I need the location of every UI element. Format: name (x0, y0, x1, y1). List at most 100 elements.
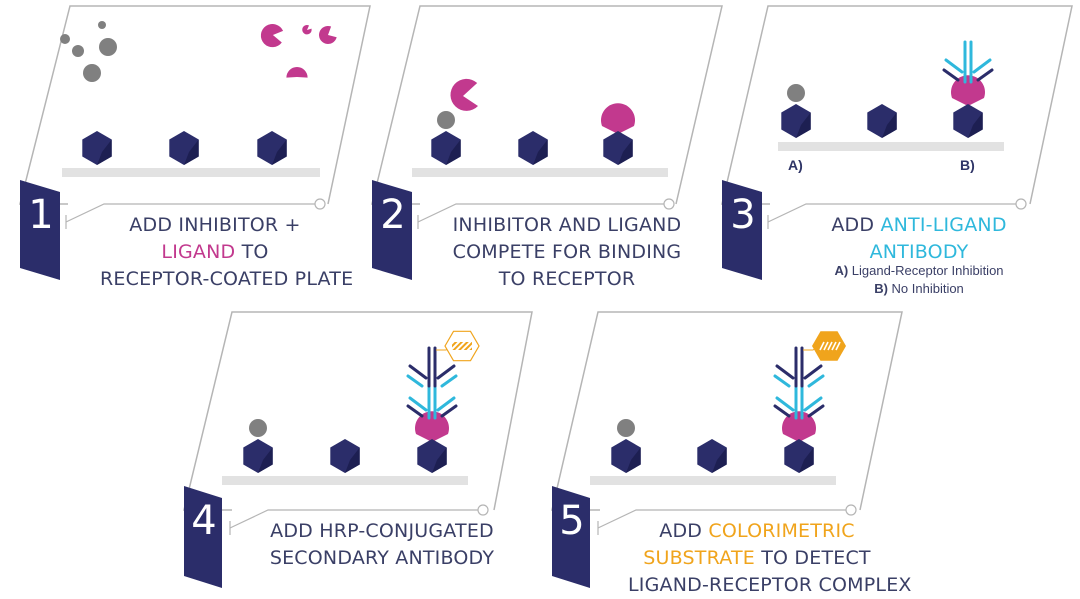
inhibitor-molecule (99, 38, 117, 56)
receptor (431, 131, 461, 165)
step-3-connector-end (1015, 198, 1027, 210)
receptor (330, 439, 360, 473)
caption-segment: LIGAND-RECEPTOR COMPLEX (628, 574, 912, 596)
receptor (257, 131, 287, 165)
receptor (518, 131, 548, 165)
step-3-frame (721, 5, 1073, 205)
step-4-connector-end (477, 504, 489, 516)
anti-ligand-antibody (406, 383, 458, 420)
step-2-number: 2 (380, 192, 405, 238)
step-3-note-b: B) No Inhibition (874, 281, 964, 296)
caption-segment: INHIBITOR AND LIGAND (452, 214, 682, 236)
receptor (867, 104, 897, 138)
secondary-antibody (406, 346, 458, 388)
ligand-bound (782, 411, 816, 442)
receptor (697, 439, 727, 473)
caption-segment: LIGAND (161, 241, 236, 263)
step-3-plate (778, 142, 1004, 151)
step-4-plate (222, 476, 468, 485)
step-3-connector (767, 203, 1016, 223)
caption-segment: COMPETE FOR BINDING (452, 241, 682, 263)
step-2-connector (417, 203, 664, 223)
step-4-number: 4 (191, 498, 216, 544)
anti-ligand-antibody (942, 40, 994, 84)
step-2-panel: 2 (371, 5, 723, 280)
ligand-molecule (260, 23, 284, 48)
caption-line: LIGAND TO (100, 239, 330, 266)
step-1-connector-end (314, 198, 326, 210)
ligand-bound (951, 75, 985, 106)
secondary-antibody (773, 346, 825, 388)
caption-line: INHIBITOR AND LIGAND (452, 212, 682, 239)
inhibitor-bound (617, 419, 635, 437)
receptor (784, 439, 814, 473)
step-3-note-a: A) Ligand-Receptor Inhibition (834, 263, 1004, 278)
caption-line: LIGAND-RECEPTOR COMPLEX (628, 572, 911, 599)
caption-line: SUBSTRATE TO DETECT (628, 545, 886, 572)
step-5-badge (552, 486, 590, 588)
caption-line: ADD HRP-CONJUGATED (264, 518, 500, 545)
well-label-b: B) (960, 157, 975, 173)
inhibitor-molecule (98, 21, 106, 29)
step-4-connector (229, 509, 478, 529)
receptor (243, 439, 273, 473)
caption-segment: RECEPTOR-COATED PLATE (100, 268, 354, 290)
step-3-badge (722, 180, 762, 280)
caption-segment: TO (235, 241, 269, 263)
receptor (611, 439, 641, 473)
step-3-number: 3 (730, 192, 755, 238)
inhibitor-molecule (72, 45, 84, 57)
step-2-caption: INHIBITOR AND LIGAND COMPETE FOR BINDING T… (452, 212, 682, 293)
caption-segment: ANTI-LIGAND (880, 214, 1007, 236)
caption-line: ADD INHIBITOR + (100, 212, 330, 239)
receptor (953, 104, 983, 138)
inhibitor-molecule (60, 34, 70, 44)
step-3-panel: 3 (721, 5, 1073, 280)
caption-segment: ANTIBODY (869, 241, 969, 263)
caption-segment: ADD (129, 214, 179, 236)
caption-line: SECONDARY ANTIBODY (264, 545, 500, 572)
step-1-plate (62, 168, 320, 177)
inhibitor-bound (787, 84, 805, 102)
step-4-caption: ADD HRP-CONJUGATED SECONDARY ANTIBODY (264, 518, 500, 572)
caption-segment: TO DETECT (754, 547, 871, 569)
ligand-bound (415, 411, 449, 442)
step-2-badge (372, 180, 412, 280)
inhibitor-bound (249, 419, 267, 437)
well-label-a: A) (788, 157, 803, 173)
step-5-number: 5 (559, 498, 584, 544)
inhibitor-bound (437, 111, 455, 129)
step-1-badge (20, 180, 60, 280)
caption-segment: COLORIMETRIC (708, 520, 855, 542)
step-1-number: 1 (28, 192, 53, 238)
ligand-molecule (286, 66, 308, 78)
step-1-connector (65, 203, 316, 223)
receptor (603, 131, 633, 165)
step-5-panel: 5 (551, 311, 903, 588)
hrp-enzyme-icon (444, 330, 480, 362)
anti-ligand-antibody (773, 383, 825, 420)
receptor (417, 439, 447, 473)
hrp-active-icon (812, 331, 846, 361)
step-4-panel: 4 (183, 311, 533, 588)
caption-line: ANTIBODY (804, 239, 1034, 266)
ligand-molecule (319, 25, 337, 44)
ligand-molecule (450, 78, 478, 111)
caption-line: COMPETE FOR BINDING (452, 239, 682, 266)
receptor (82, 131, 112, 165)
caption-segment: ADD (659, 520, 709, 542)
caption-line: RECEPTOR-COATED PLATE (100, 266, 353, 293)
receptor (781, 104, 811, 138)
step-2-connector-end (663, 198, 675, 210)
caption-segment: INHIBITOR + (178, 214, 301, 236)
step-5-plate (590, 476, 836, 485)
caption-segment: ADD HRP-CONJUGATED (270, 520, 494, 542)
caption-segment: ADD (831, 214, 881, 236)
caption-segment: TO RECEPTOR (498, 268, 636, 290)
ligand-molecule (302, 25, 312, 35)
caption-segment: SECONDARY ANTIBODY (269, 547, 495, 569)
step-4-badge (184, 486, 222, 588)
ligand-bound (601, 103, 635, 134)
